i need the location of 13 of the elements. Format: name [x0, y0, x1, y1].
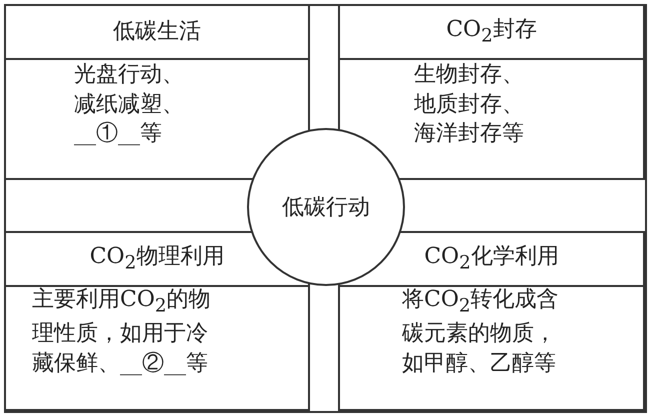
- body-text: 生物封存、地质封存、海洋封存等: [414, 61, 525, 148]
- quadrant-panel: [4, 231, 310, 411]
- quadrant-heading: CO$_{2}$物理利用: [90, 244, 224, 274]
- quadrant-heading: CO$_{2}$封存: [446, 16, 537, 48]
- quadrant-heading: CO$_{2}$化学利用: [424, 244, 559, 274]
- body-text: 主要利用CO$_{2}$的物理性质，如用于冷藏保鲜、__②__等: [32, 286, 212, 378]
- center-label: 低碳行动: [282, 194, 370, 222]
- body-text: 将CO$_{2}$转化成含碳元素的物质，如甲醇、乙醇等: [402, 286, 560, 378]
- quadrant-panel: [338, 4, 645, 180]
- quadrant-heading: 低碳生活: [113, 18, 201, 46]
- quadrant-panel: [338, 231, 645, 411]
- quadrant-panel: [4, 4, 310, 180]
- body-text: 光盘行动、减纸减塑、__①__等: [74, 61, 185, 148]
